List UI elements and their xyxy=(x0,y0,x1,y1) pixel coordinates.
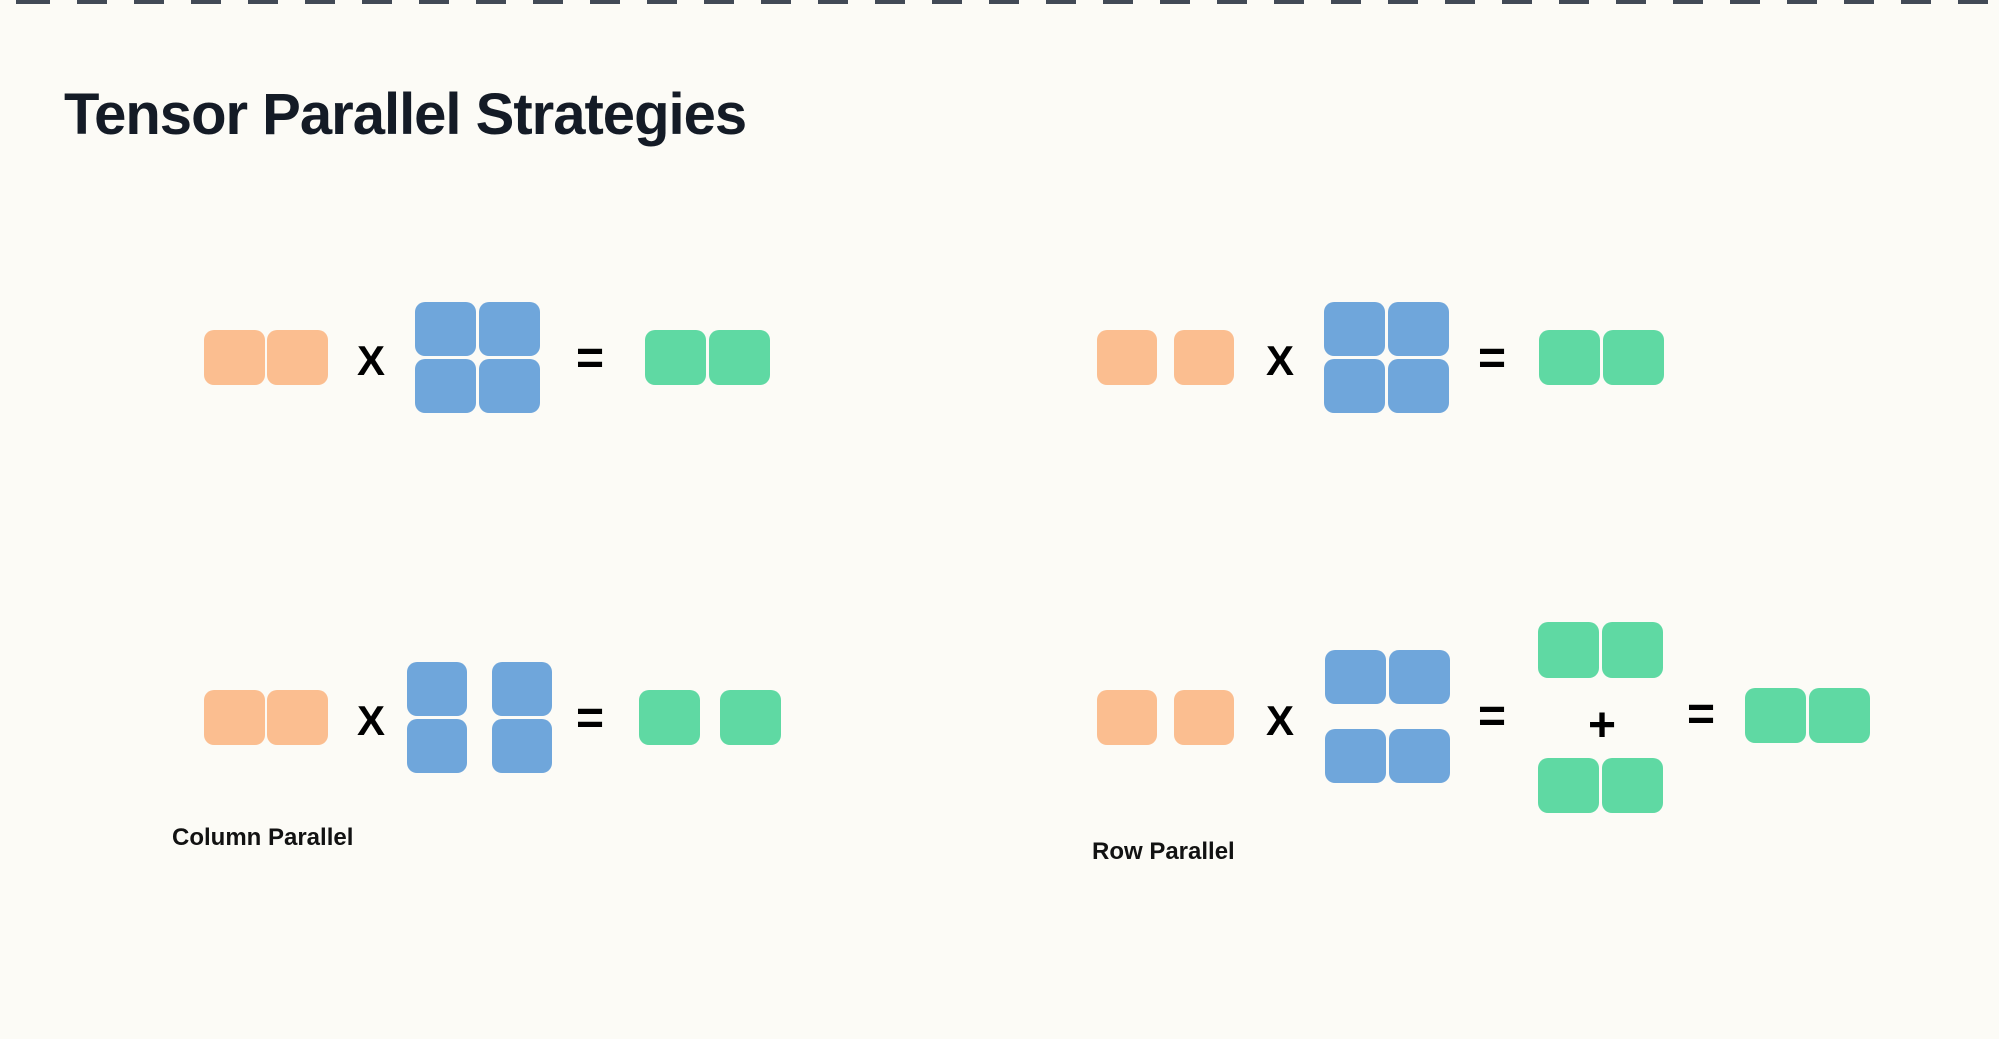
equals-operator: = xyxy=(1686,688,1716,741)
multiply-operator: X xyxy=(356,697,386,744)
page-title: Tensor Parallel Strategies xyxy=(64,81,747,147)
weight-block xyxy=(492,662,552,716)
weight-block xyxy=(1389,729,1450,783)
input-block xyxy=(1174,690,1234,745)
output-block xyxy=(1745,688,1806,743)
weight-block xyxy=(1325,650,1386,704)
equals-operator: = xyxy=(575,332,605,385)
weight-block xyxy=(415,302,476,356)
weight-block xyxy=(492,719,552,773)
output-block xyxy=(645,330,706,385)
partial-output-block xyxy=(1538,758,1599,813)
column-parallel-label: Column Parallel xyxy=(172,824,354,851)
top-dashed-border xyxy=(0,0,1999,4)
weight-block xyxy=(1388,302,1449,356)
output-block xyxy=(720,690,781,745)
multiply-operator: X xyxy=(356,337,386,384)
equals-operator: = xyxy=(1477,690,1507,743)
input-block xyxy=(267,690,328,745)
row-parallel-label: Row Parallel xyxy=(1092,838,1235,865)
equals-operator: = xyxy=(575,692,605,745)
weight-block xyxy=(1324,302,1385,356)
weight-block xyxy=(479,302,540,356)
multiply-operator: X xyxy=(1265,697,1295,744)
weight-block xyxy=(1324,359,1385,413)
weight-block xyxy=(1388,359,1449,413)
output-block xyxy=(1603,330,1664,385)
weight-block xyxy=(407,719,467,773)
output-block xyxy=(639,690,700,745)
weight-block xyxy=(415,359,476,413)
input-block xyxy=(1097,330,1157,385)
partial-output-block xyxy=(1538,622,1599,678)
input-block xyxy=(267,330,328,385)
input-block xyxy=(1097,690,1157,745)
partial-output-block xyxy=(1602,622,1663,678)
weight-block xyxy=(1325,729,1386,783)
weight-block xyxy=(479,359,540,413)
multiply-operator: X xyxy=(1265,337,1295,384)
plus-operator: + xyxy=(1587,699,1617,752)
equals-operator: = xyxy=(1477,332,1507,385)
input-block xyxy=(1174,330,1234,385)
weight-block xyxy=(1389,650,1450,704)
output-block xyxy=(709,330,770,385)
output-block xyxy=(1809,688,1870,743)
input-block xyxy=(204,690,265,745)
weight-block xyxy=(407,662,467,716)
output-block xyxy=(1539,330,1600,385)
input-block xyxy=(204,330,265,385)
partial-output-block xyxy=(1602,758,1663,813)
